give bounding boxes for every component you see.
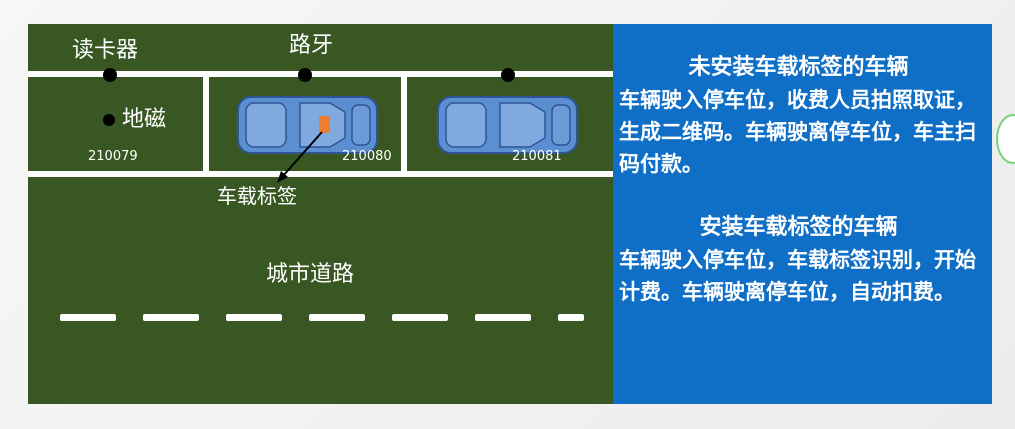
- tagged-body: 车辆驶入停车位，车载标签识别，开始计费。车辆驶离停车位，自动扣费。: [619, 248, 976, 304]
- untagged-title: 未安装车载标签的车辆: [688, 55, 909, 80]
- card-reader-dot-2: [298, 68, 312, 82]
- space-id-3: 210081: [512, 149, 562, 164]
- space-divider-1: [203, 74, 209, 174]
- curb-line: [28, 71, 613, 77]
- space-id-2: 210080: [342, 149, 392, 164]
- vehicle-tag-label: 车载标签: [217, 184, 297, 208]
- untagged-body: 车辆驶入停车位，收费人员拍照取证，生成二维码。车辆驶离停车位，车主扫码付款。: [619, 88, 976, 176]
- space-id-1: 210079: [88, 149, 138, 164]
- card-reader-dot-3: [501, 68, 515, 82]
- city-road-label: 城市道路: [266, 262, 355, 287]
- card-reader-label: 读卡器: [72, 38, 139, 63]
- geomagnetic-label: 地磁: [122, 107, 167, 132]
- geomagnetic-dot: [103, 114, 115, 126]
- vehicle-tag-marker: [319, 116, 330, 133]
- curb-label: 路牙: [289, 33, 334, 58]
- card-reader-dot-1: [103, 68, 117, 82]
- tagged-title: 安装车载标签的车辆: [699, 215, 898, 240]
- car-icon: [237, 96, 378, 154]
- space-bottom-line: [28, 171, 613, 177]
- info-panel: 未安装车载标签的车辆 车辆驶入停车位，收费人员拍照取证，生成二维码。车辆驶离停车…: [613, 24, 992, 404]
- car-icon: [437, 96, 578, 154]
- parking-field: [28, 24, 613, 404]
- spacer: [619, 180, 978, 212]
- tag-pointer-arrow: [277, 131, 323, 183]
- road-center-dashes: [60, 314, 584, 321]
- space-divider-2: [401, 74, 407, 174]
